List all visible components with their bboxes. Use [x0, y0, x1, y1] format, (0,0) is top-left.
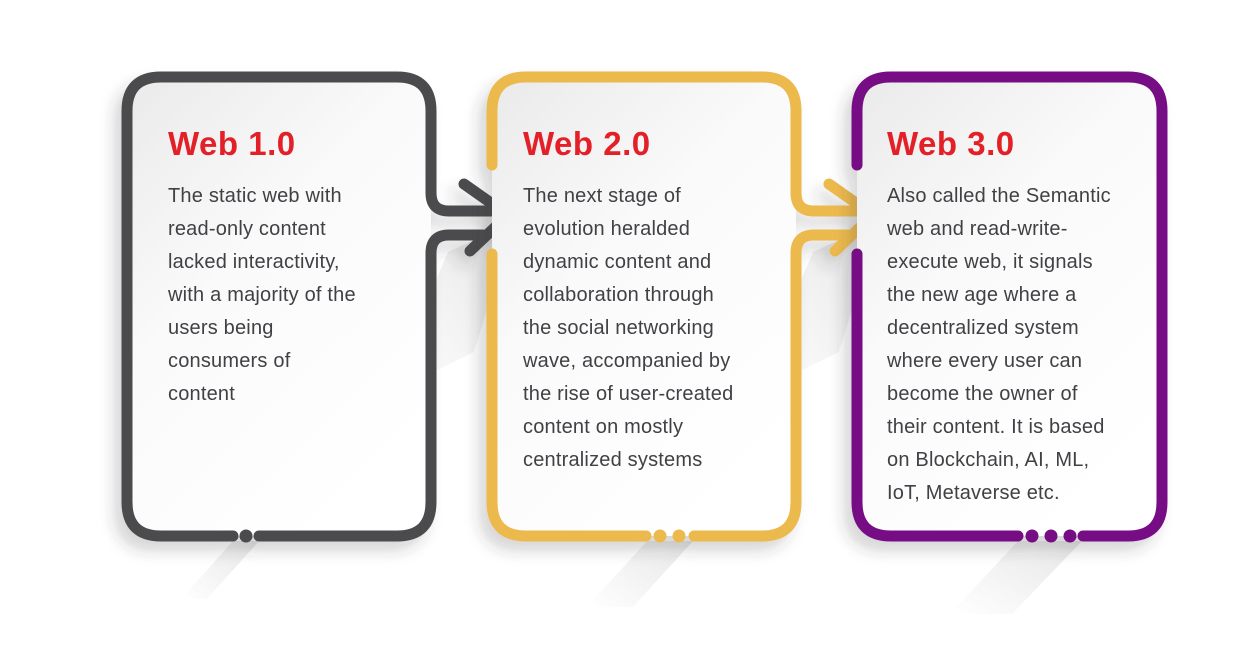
card-web2-border-bottomleft [486, 248, 652, 542]
card-web3-progress-dot [1025, 529, 1039, 543]
card-web2-content: Web 2.0 The next stage of evolution hera… [523, 126, 785, 477]
card-web1-title: Web 1.0 [168, 125, 296, 162]
card-web2-frame [486, 71, 879, 543]
card-web1-description: The static web with read-only content la… [168, 185, 356, 405]
card-web3-border [851, 71, 1168, 542]
card-web3-progress-dot [1063, 529, 1077, 543]
dots3-long-shadow [950, 541, 1082, 614]
card-web2-progress-dot [653, 529, 667, 543]
card-web2-description: The next stage of evolution heralded dyn… [523, 185, 734, 471]
card-web3-frame [851, 71, 1168, 543]
card-web2-progress-dot [672, 529, 686, 543]
card-web2-background [492, 77, 796, 536]
card-web3-content: Web 3.0 Also called the Semantic web and… [887, 126, 1155, 510]
card-web3-title: Web 3.0 [887, 125, 1015, 162]
card-web2-border-return [688, 229, 854, 542]
card-web1-border-return [253, 229, 489, 542]
card-web3-description: Also called the Semantic web and read-wr… [887, 185, 1111, 504]
card-web3-progress-dot [1044, 529, 1058, 543]
card-web1-content: Web 1.0 The static web with read-only co… [168, 126, 420, 411]
card-web1-border [121, 71, 497, 542]
dots1-long-shadow [181, 541, 259, 599]
card-web1-frame [121, 71, 514, 543]
card-web3-background [857, 77, 1162, 536]
card-web2-border [486, 71, 862, 217]
card-web1-background [127, 77, 431, 536]
card-web2-title: Web 2.0 [523, 125, 651, 162]
card-web3-border-bottomleft [851, 248, 1024, 542]
card-web1-progress-dot [239, 529, 253, 543]
dots2-long-shadow [587, 541, 693, 607]
